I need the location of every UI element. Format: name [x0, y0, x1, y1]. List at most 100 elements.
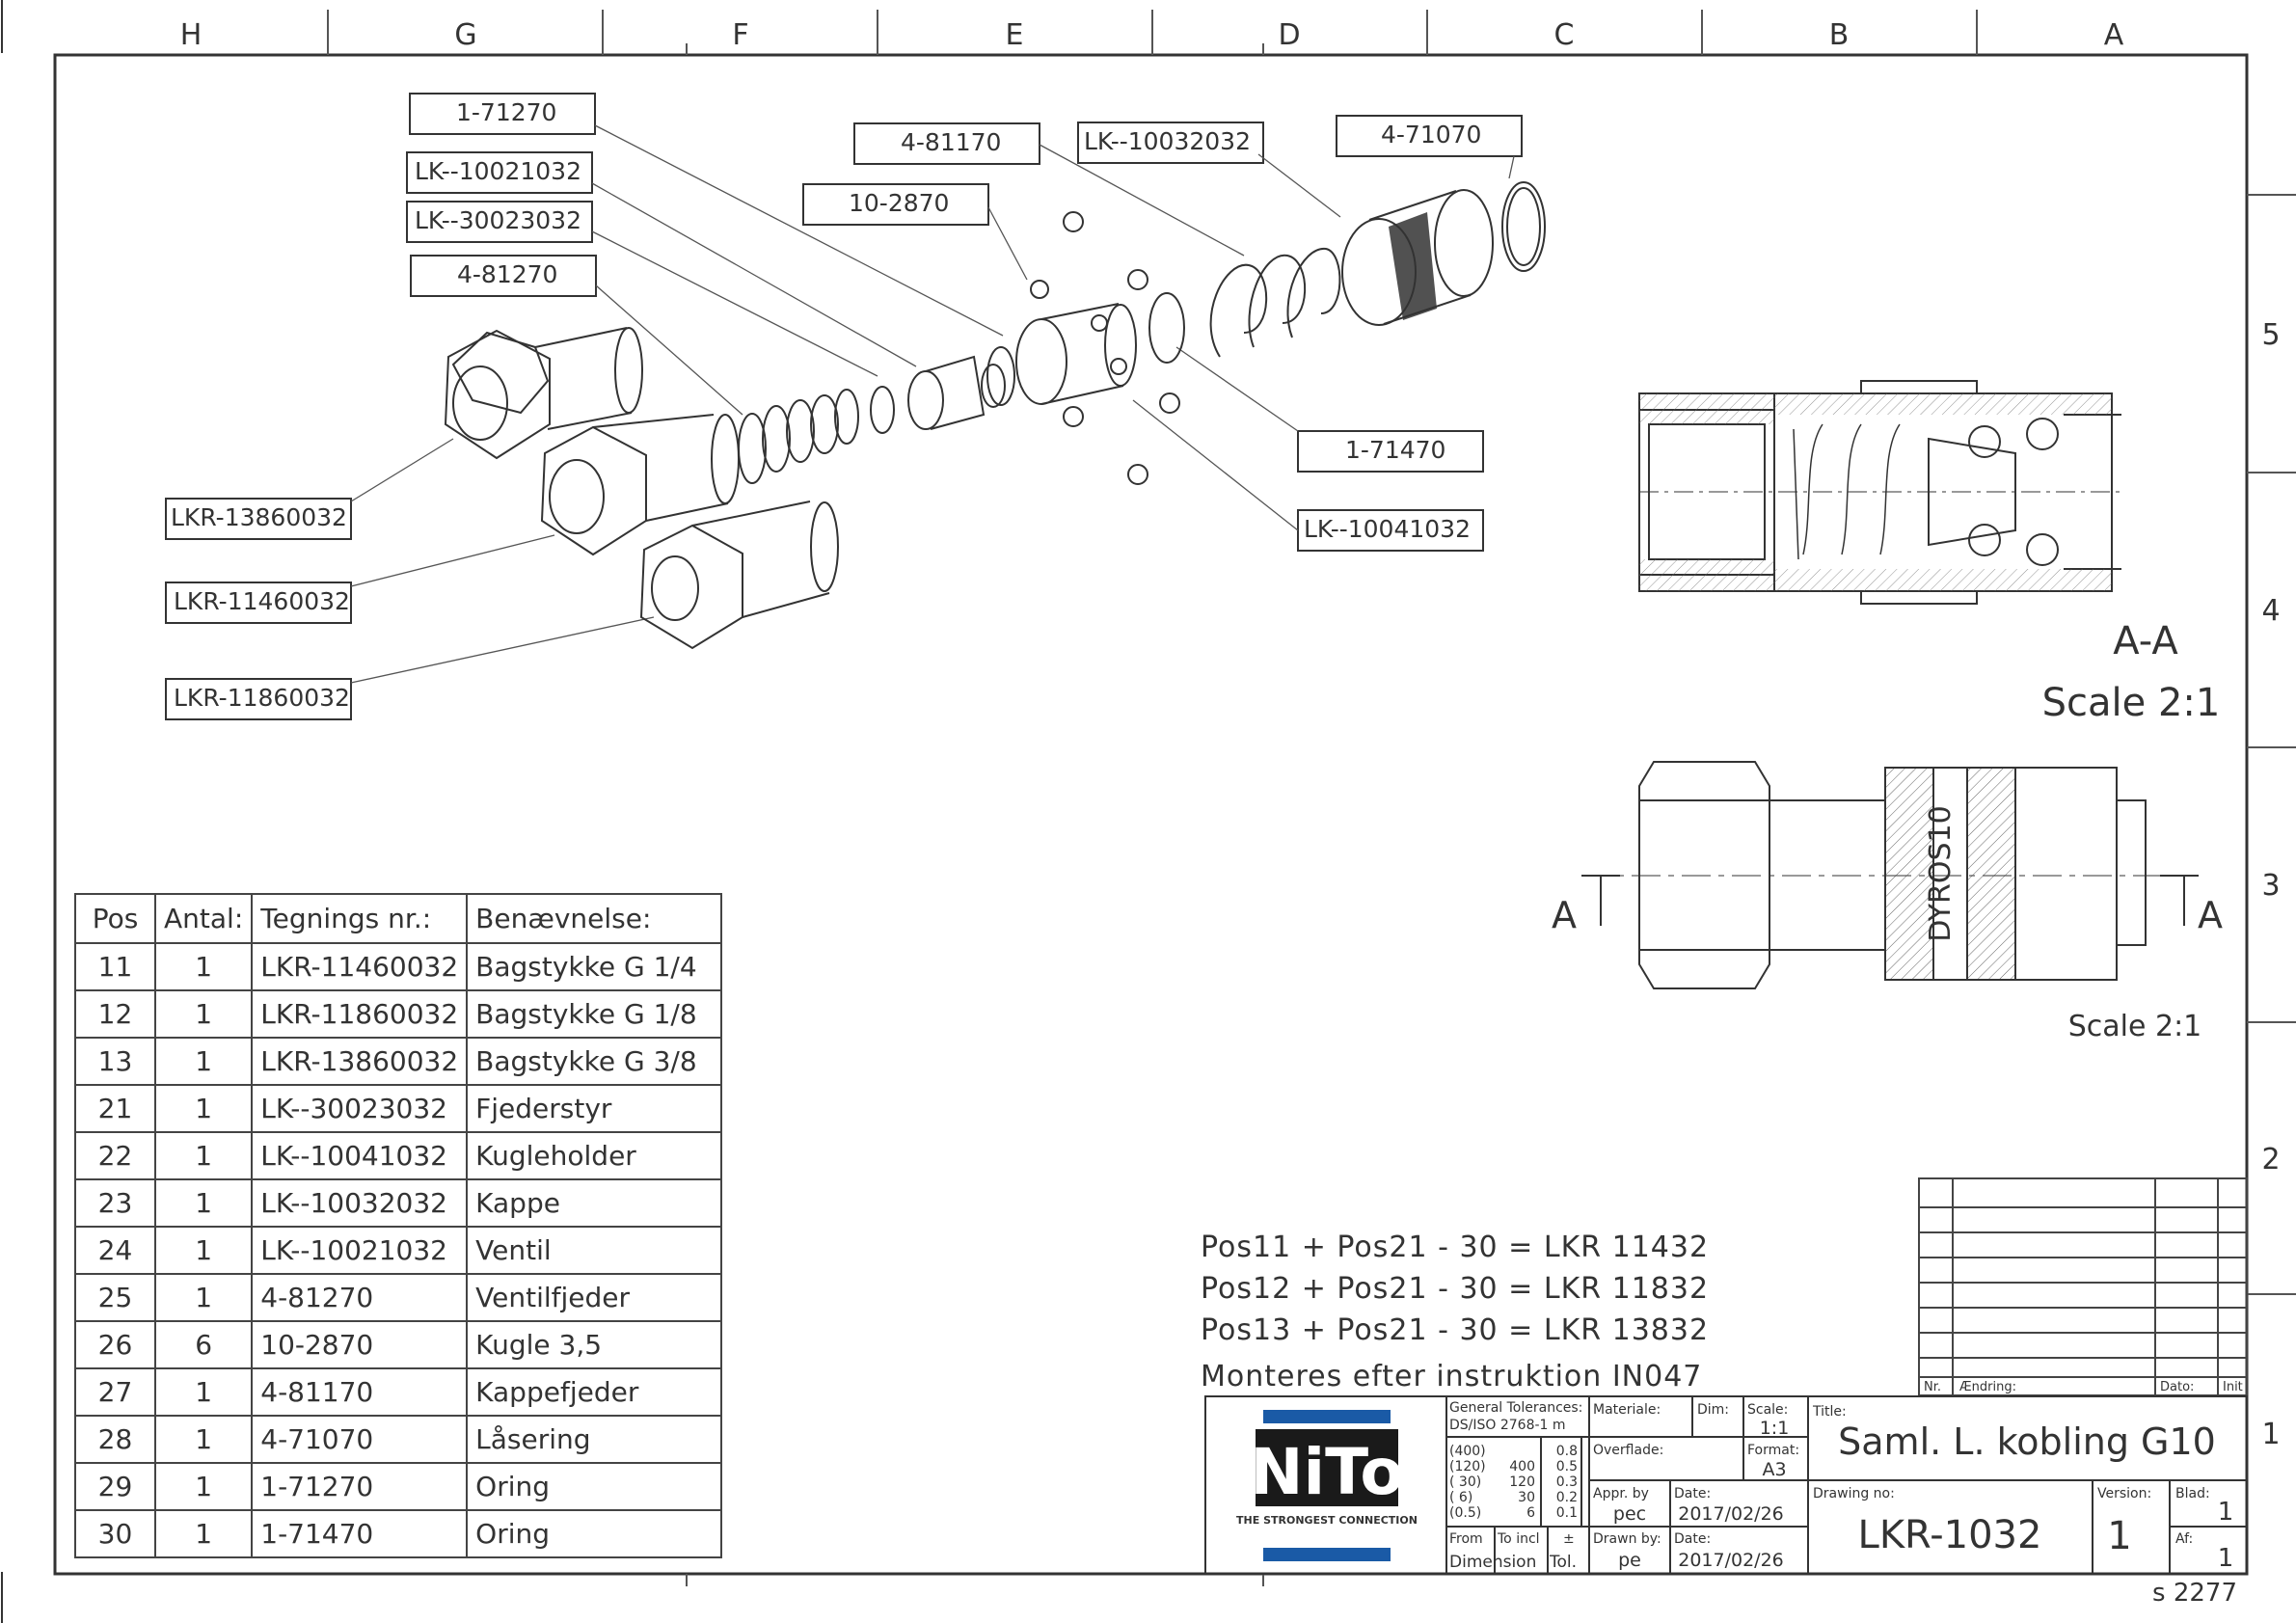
pm-label: ±	[1563, 1531, 1575, 1547]
grid-row-dividers	[2247, 194, 2296, 1295]
grid-row-5: 5	[2261, 318, 2280, 352]
bom-pos: 29	[74, 1462, 156, 1511]
drawing-title: Saml. L. kobling G10	[1838, 1420, 2216, 1463]
dimension-label: Dimension	[1449, 1553, 1536, 1572]
scale-value: 1:1	[1760, 1418, 1790, 1439]
bom-header-benaevnelse: Benævnelse:	[466, 893, 723, 944]
bom-benaevnelse: Bagstykke G 1/8	[466, 989, 723, 1039]
bom-pos: 30	[74, 1509, 156, 1558]
tol-val-3: 0.3	[1556, 1474, 1578, 1490]
bom-tegning: 4-81270	[251, 1273, 469, 1322]
callout-lkr-13860032: LKR-13860032	[171, 503, 347, 531]
bom-pos: 23	[74, 1178, 156, 1228]
bom-benaevnelse: Kugle 3,5	[466, 1320, 723, 1369]
drawn-by-value: pe	[1618, 1550, 1641, 1571]
callout-box	[165, 498, 352, 540]
side-view	[1581, 761, 2199, 989]
bom-antal: 1	[153, 1509, 254, 1558]
callout-lk-30023032: LK--30023032	[415, 206, 581, 234]
callout-box	[406, 151, 593, 194]
fjederstyr	[870, 355, 1006, 434]
dim-label: Dim:	[1697, 1402, 1729, 1418]
rev-init-label: Init	[2223, 1380, 2243, 1394]
tol-from-2: (120)	[1449, 1459, 1486, 1474]
tol-label: Tol.	[1549, 1553, 1577, 1572]
to-incl-label: To incl	[1497, 1531, 1540, 1547]
bom-antal: 1	[153, 1367, 254, 1417]
exploded-view	[165, 93, 1546, 720]
callout-box	[853, 122, 1040, 165]
bom-antal: 1	[153, 1084, 254, 1133]
bom-pos: 25	[74, 1273, 156, 1322]
bom-benaevnelse: Kappefjeder	[466, 1367, 723, 1417]
blad-value: 1	[2218, 1498, 2234, 1527]
drawing-no-label: Drawing no:	[1813, 1486, 1895, 1501]
ventilfjeder-spring	[738, 389, 859, 484]
grid-col-h: H	[180, 18, 203, 52]
callout-box	[1336, 115, 1523, 157]
kappe-engraving: DYROS10	[1924, 805, 1958, 941]
grid-col-e: E	[1006, 18, 1024, 52]
callout-10-2870: 10-2870	[849, 189, 950, 217]
bom-antal: 1	[153, 1178, 254, 1228]
bom-pos: 22	[74, 1131, 156, 1180]
bom-pos: 12	[74, 989, 156, 1039]
bom-tegning: 10-2870	[251, 1320, 469, 1369]
bom-header-antal: Antal:	[153, 893, 254, 944]
section-view-scale: Scale 2:1	[2042, 681, 2221, 725]
drawn-by-label: Drawn by:	[1593, 1531, 1661, 1547]
bom-benaevnelse: Låsering	[466, 1415, 723, 1464]
drawing-border	[53, 53, 2249, 1576]
bom-antal: 1	[153, 1037, 254, 1086]
bom-benaevnelse: Bagstykke G 1/4	[466, 942, 723, 991]
bom-header-row: Pos Antal: Tegnings nr.: Benævnelse:	[74, 893, 723, 944]
tol-from-5: (0.5)	[1449, 1505, 1481, 1521]
kugleholder	[1015, 303, 1137, 405]
bom-benaevnelse: Oring	[466, 1509, 723, 1558]
callout-lk-10041032: LK--10041032	[1304, 515, 1471, 543]
bom-pos: 28	[74, 1415, 156, 1464]
tol-from-1: (400)	[1449, 1444, 1486, 1459]
section-marker-right: A	[2198, 894, 2223, 936]
tolerances-label: General Tolerances:	[1449, 1400, 1582, 1416]
bom-tegning: LK--10041032	[251, 1131, 469, 1180]
rev-dato-label: Dato:	[2160, 1380, 2194, 1394]
oring-small	[986, 346, 1015, 406]
tol-from-3: ( 30)	[1449, 1474, 1481, 1490]
kappefjeder-spring	[1209, 247, 1341, 358]
nito-logo	[1256, 1410, 1398, 1561]
bom-pos: 24	[74, 1226, 156, 1275]
bom-header-pos: Pos	[74, 893, 156, 944]
logo-tagline: THE STRONGEST CONNECTION	[1236, 1514, 1418, 1527]
bom-tegning: LKR-13860032	[251, 1037, 469, 1086]
callout-lk-10032032: LK--10032032	[1084, 127, 1251, 155]
appr-by-value: pec	[1613, 1503, 1646, 1525]
bom-antal: 1	[153, 1226, 254, 1275]
blad-label: Blad:	[2175, 1486, 2210, 1501]
appr-by-label: Appr. by	[1593, 1486, 1649, 1501]
tol-to-1: 400	[1509, 1459, 1535, 1474]
callout-4-71070: 4-71070	[1381, 121, 1482, 149]
grid-row-labels: 5 4 3 2 1	[2261, 318, 2280, 1451]
side-view-scale: Scale 2:1	[2068, 1010, 2202, 1043]
kappe	[1341, 189, 1494, 326]
bom-tegning: 1-71470	[251, 1509, 469, 1558]
tol-val-5: 0.1	[1556, 1505, 1578, 1521]
callout-lk-10021032: LK--10021032	[415, 157, 581, 185]
drawing-number: LKR-1032	[1858, 1513, 2042, 1557]
callout-1-71470: 1-71470	[1345, 436, 1446, 464]
bom-antal: 1	[153, 1415, 254, 1464]
oring-71470	[1148, 292, 1185, 364]
grid-column-labels: H G F E D C B A	[180, 18, 2124, 52]
revision-table	[1918, 1177, 2248, 1396]
grid-col-a: A	[2104, 18, 2124, 52]
